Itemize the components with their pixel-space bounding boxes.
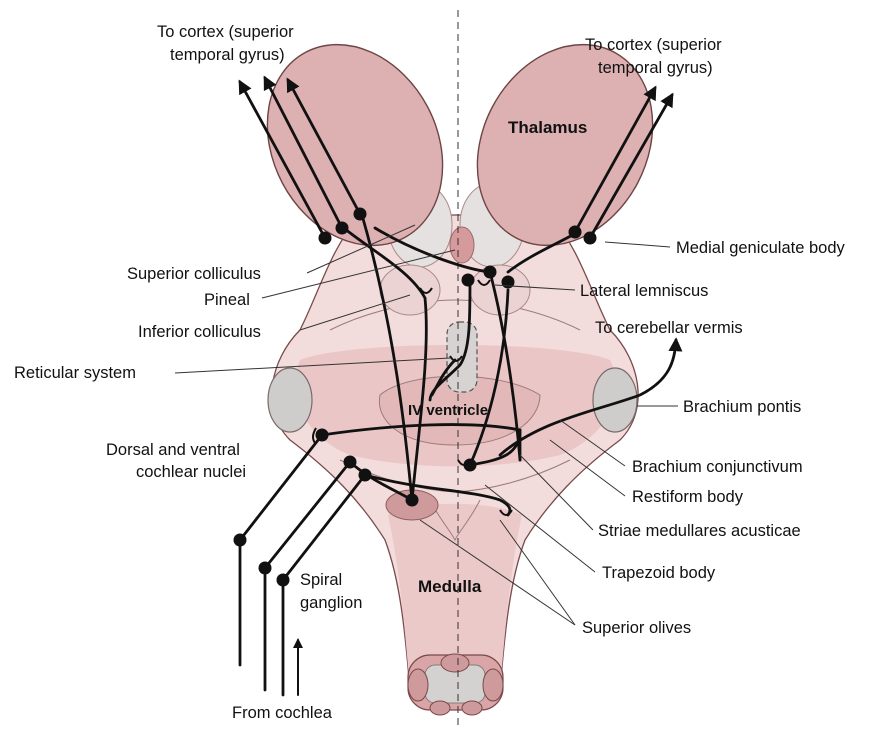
- label-spiral-2: ganglion: [300, 594, 362, 612]
- label-superior-olives: Superior olives: [582, 619, 691, 637]
- label-cortex-left-2: temporal gyrus): [170, 46, 285, 64]
- label-iv-ventricle: IV ventricle: [408, 402, 488, 419]
- label-dorsal-ventral-2: cochlear nuclei: [136, 463, 246, 481]
- label-medulla: Medulla: [418, 577, 482, 596]
- label-to-cerebellar-vermis: To cerebellar vermis: [595, 319, 743, 337]
- label-cortex-left-1: To cortex (superior: [157, 23, 294, 41]
- label-from-cochlea: From cochlea: [232, 704, 333, 722]
- label-thalamus: Thalamus: [508, 118, 587, 137]
- label-trapezoid-body: Trapezoid body: [602, 564, 716, 582]
- label-restiform-body: Restiform body: [632, 488, 744, 506]
- label-lateral-lemniscus: Lateral lemniscus: [580, 282, 708, 300]
- pineal-gland: [450, 227, 474, 263]
- label-reticular-system: Reticular system: [14, 364, 136, 382]
- label-inferior-colliculus: Inferior colliculus: [138, 323, 261, 341]
- medulla-cross-section: [408, 654, 503, 715]
- label-brachium-pontis: Brachium pontis: [683, 398, 801, 416]
- label-cortex-right-2: temporal gyrus): [598, 59, 713, 77]
- right-inferior-colliculus: [470, 265, 530, 315]
- label-striae-medullares: Striae medullares acusticae: [598, 522, 801, 540]
- label-spiral-1: Spiral: [300, 571, 342, 589]
- label-brachium-conjunctivum: Brachium conjunctivum: [632, 458, 803, 476]
- left-brachium-pontis: [268, 368, 312, 432]
- right-brachium-pontis: [593, 368, 637, 432]
- label-medial-geniculate: Medial geniculate body: [676, 239, 846, 257]
- label-pineal: Pineal: [204, 291, 250, 309]
- label-superior-colliculus: Superior colliculus: [127, 265, 261, 283]
- label-cortex-right-1: To cortex (superior: [585, 36, 722, 54]
- label-dorsal-ventral-1: Dorsal and ventral: [106, 441, 240, 459]
